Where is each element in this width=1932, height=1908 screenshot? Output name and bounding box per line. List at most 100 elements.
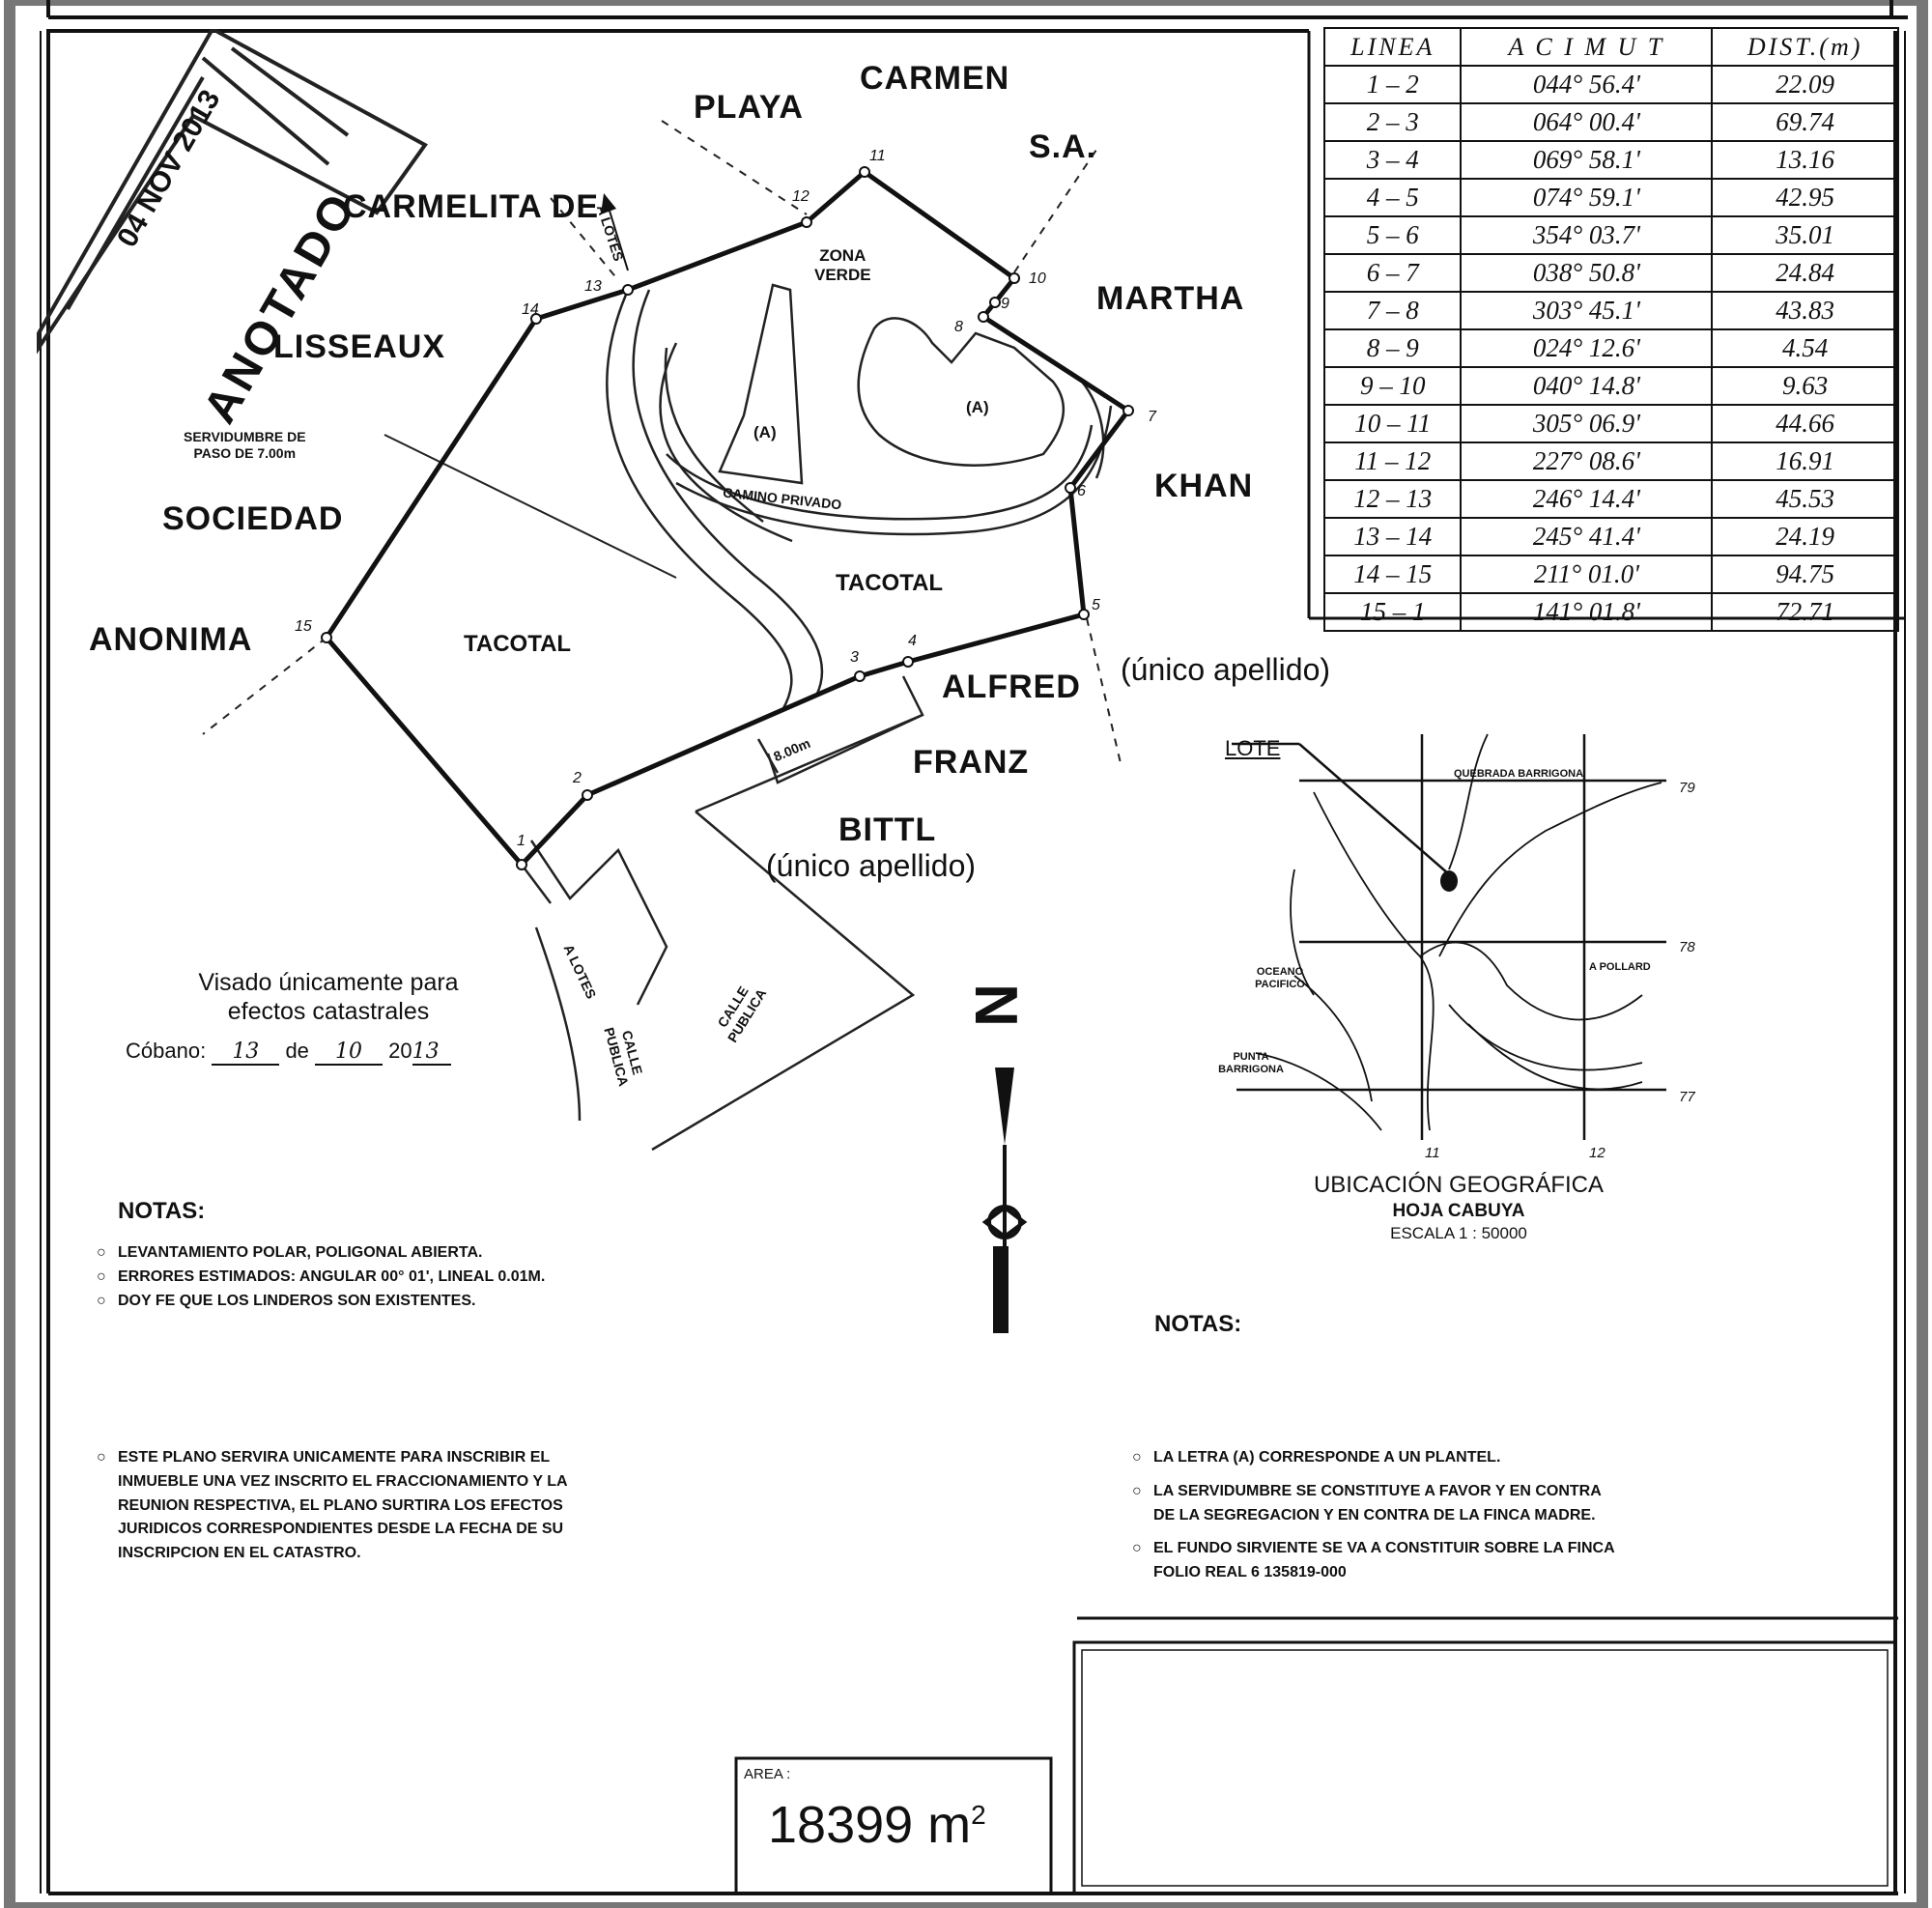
col-acimut: A C I M U T <box>1460 27 1714 67</box>
cell-linea: 3 – 4 <box>1322 140 1463 180</box>
cell-dist: 45.53 <box>1711 479 1899 519</box>
cell-linea: 1 – 2 <box>1322 65 1463 104</box>
cell-dist: 42.95 <box>1711 178 1899 217</box>
registry-stamp: 04 NOV 2013 ANOTADO <box>10 29 454 435</box>
cell-acimut: 227° 08.6' <box>1460 441 1714 481</box>
vertex-label: 14 <box>522 301 539 318</box>
easement-path <box>606 289 1113 711</box>
notes-right-list: ○LA LETRA (A) CORRESPONDE A UN PLANTEL. … <box>1132 1446 1886 1585</box>
area-box <box>734 1756 1053 1895</box>
vertex-label: 13 <box>584 278 602 295</box>
owner-anonima: ANONIMA <box>89 621 253 658</box>
cell-linea: 10 – 11 <box>1322 404 1463 443</box>
cell-linea: 4 – 5 <box>1322 178 1463 217</box>
cell-acimut: 038° 50.8' <box>1460 253 1714 293</box>
plantel-a-east-label: (A) <box>966 398 989 416</box>
vertex-label: 10 <box>1029 271 1046 287</box>
cell-dist: 43.83 <box>1711 291 1899 330</box>
map-grid-79: 79 <box>1679 780 1695 796</box>
outer-frame <box>4 0 1928 1908</box>
tacotal-east-label: TACOTAL <box>836 570 944 596</box>
note-item: ○ERRORES ESTIMADOS: ANGULAR 00° 01', LIN… <box>97 1267 546 1285</box>
cell-dist: 16.91 <box>1711 441 1899 481</box>
vertex-label: 7 <box>1148 409 1156 425</box>
vertex-label: 4 <box>908 633 917 649</box>
cell-acimut: 245° 41.4' <box>1460 517 1714 556</box>
location-map-rivers <box>1255 733 1662 1131</box>
vertex-label: 2 <box>573 770 582 786</box>
visado-block: Visado únicamente para efectos catastral… <box>135 968 522 1026</box>
notes-right-title: NOTAS: <box>1154 1311 1242 1337</box>
col-dist: DIST.(m) <box>1711 27 1899 67</box>
owner-alfred-note: (único apellido) <box>1121 652 1331 687</box>
cell-dist: 44.66 <box>1711 404 1899 443</box>
vertex-label: 6 <box>1077 483 1086 499</box>
cell-acimut: 044° 56.4' <box>1460 65 1714 104</box>
note-item: ○LA LETRA (A) CORRESPONDE A UN PLANTEL. <box>1132 1449 1501 1466</box>
vertex-label: 12 <box>792 188 810 205</box>
north-label: N <box>961 983 1029 1027</box>
map-oceano-label: OCEANO PACIFICO <box>1255 966 1305 991</box>
azimuth-table-header: LINEA A C I M U T DIST.(m) <box>1322 27 1899 67</box>
visado-line1: Visado únicamente para <box>198 969 459 996</box>
visado-date: Cóbano: 13 de 10 2013 <box>126 1039 451 1066</box>
owner-sa: S.A. <box>1029 128 1097 165</box>
owner-playa: PLAYA <box>694 89 804 126</box>
parcel-boundary <box>323 168 1132 869</box>
cell-acimut: 024° 12.6' <box>1460 328 1714 368</box>
cell-linea: 2 – 3 <box>1322 102 1463 142</box>
public-road <box>521 675 924 1152</box>
map-caption: UBICACIÓN GEOGRÁFICA HOJA CABUYA ESCALA … <box>1256 1171 1662 1243</box>
owner-khan: KHAN <box>1154 468 1254 504</box>
cell-acimut: 246° 14.4' <box>1460 479 1714 519</box>
cell-dist: 24.19 <box>1711 517 1899 556</box>
cell-acimut: 303° 45.1' <box>1460 291 1714 330</box>
cell-dist: 69.74 <box>1711 102 1899 142</box>
notes-left-list: ○LEVANTAMIENTO POLAR, POLIGONAL ABIERTA.… <box>97 1241 831 1313</box>
owner-franz: FRANZ <box>913 744 1030 781</box>
owner-alfred: ALFRED <box>942 669 1081 705</box>
owner-bittl: BITTL <box>838 812 937 848</box>
note-item: ○LA SERVIDUMBRE SE CONSTITUYE A FAVOR Y … <box>1132 1482 1602 1499</box>
visado-year: 13 <box>412 1039 451 1066</box>
notes-left-title: NOTAS: <box>118 1198 206 1224</box>
cell-acimut: 074° 59.1' <box>1460 178 1714 217</box>
cell-acimut: 305° 06.9' <box>1460 404 1714 443</box>
vertex-label: 5 <box>1092 597 1100 613</box>
area-value: 18399 m2 <box>768 1796 986 1854</box>
cell-linea: 13 – 14 <box>1322 517 1463 556</box>
map-sheet: HOJA CABUYA <box>1392 1201 1525 1221</box>
vertex-label: 8 <box>954 319 963 335</box>
plantel-a-west-label: (A) <box>753 423 777 441</box>
vertex-label: 1 <box>517 833 526 849</box>
cell-linea: 6 – 7 <box>1322 253 1463 293</box>
map-title: UBICACIÓN GEOGRÁFICA <box>1313 1172 1605 1198</box>
cell-dist: 94.75 <box>1711 555 1899 594</box>
note-item: ○DOY FE QUE LOS LINDEROS SON EXISTENTES. <box>97 1292 476 1309</box>
vertex-label: 15 <box>295 618 312 635</box>
north-arrow <box>981 1068 1028 1333</box>
visado-month: 10 <box>315 1039 384 1066</box>
cell-dist: 24.84 <box>1711 253 1899 293</box>
cell-dist: 9.63 <box>1711 366 1899 406</box>
map-lote-label: LOTE <box>1225 736 1281 760</box>
map-quebrada-label: QUEBRADA BARRIGONA <box>1454 768 1584 780</box>
vertex-label: 3 <box>850 649 859 666</box>
cell-linea: 8 – 9 <box>1322 328 1463 368</box>
note-item: ○EL FUNDO SIRVIENTE SE VA A CONSTITUIR S… <box>1132 1540 1615 1557</box>
visado-day: 13 <box>212 1039 280 1066</box>
main-frame-left <box>46 29 1309 1894</box>
